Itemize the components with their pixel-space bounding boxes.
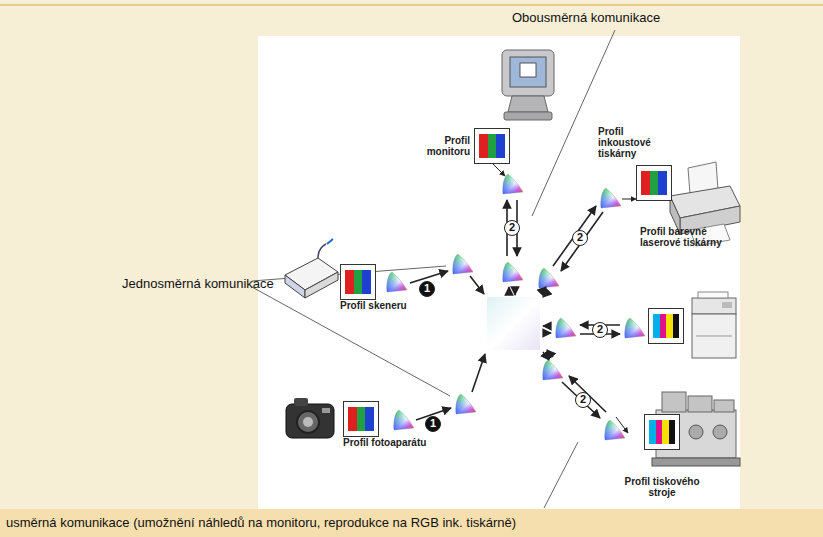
profile-icon [340,264,376,300]
profile-icon [343,401,379,437]
profile-label: Profil monitoru [410,135,470,157]
callout-number: 2 [592,322,608,338]
profile-box: Profil monitoru [410,128,510,164]
profile-label: Profil barevné laserové tiskárny [640,226,736,248]
annotation-text: Jednosměrná komunikace [122,276,274,291]
profile-box: Profil barevné laserové tiskárny [640,226,736,344]
callout-number: 2 [575,392,591,408]
profile-box: Profil skeneru [340,264,420,311]
profile-icon [636,165,672,201]
profile-box: Profil tiskového stroje [612,414,712,498]
annotation-text: Obousměrná komunikace [512,10,660,25]
callout-number: 1 [419,281,435,297]
callout-number: 1 [425,416,441,432]
profile-box: Profil inkoustové tiskárny [598,126,672,201]
profile-icon [648,308,684,344]
profile-icon [644,414,680,450]
profile-icon [474,128,510,164]
profile-label: Profil inkoustové tiskárny [598,126,662,159]
annotation-text: usměrná komunikace (umožnění náhledů na … [6,515,516,530]
callout-number: 2 [504,220,520,236]
callout-number: 2 [572,230,588,246]
profile-label: Profil skeneru [340,300,420,311]
profile-label: Profil tiskového stroje [612,476,712,498]
profile-label: Profil fotoaparátu [343,437,443,448]
